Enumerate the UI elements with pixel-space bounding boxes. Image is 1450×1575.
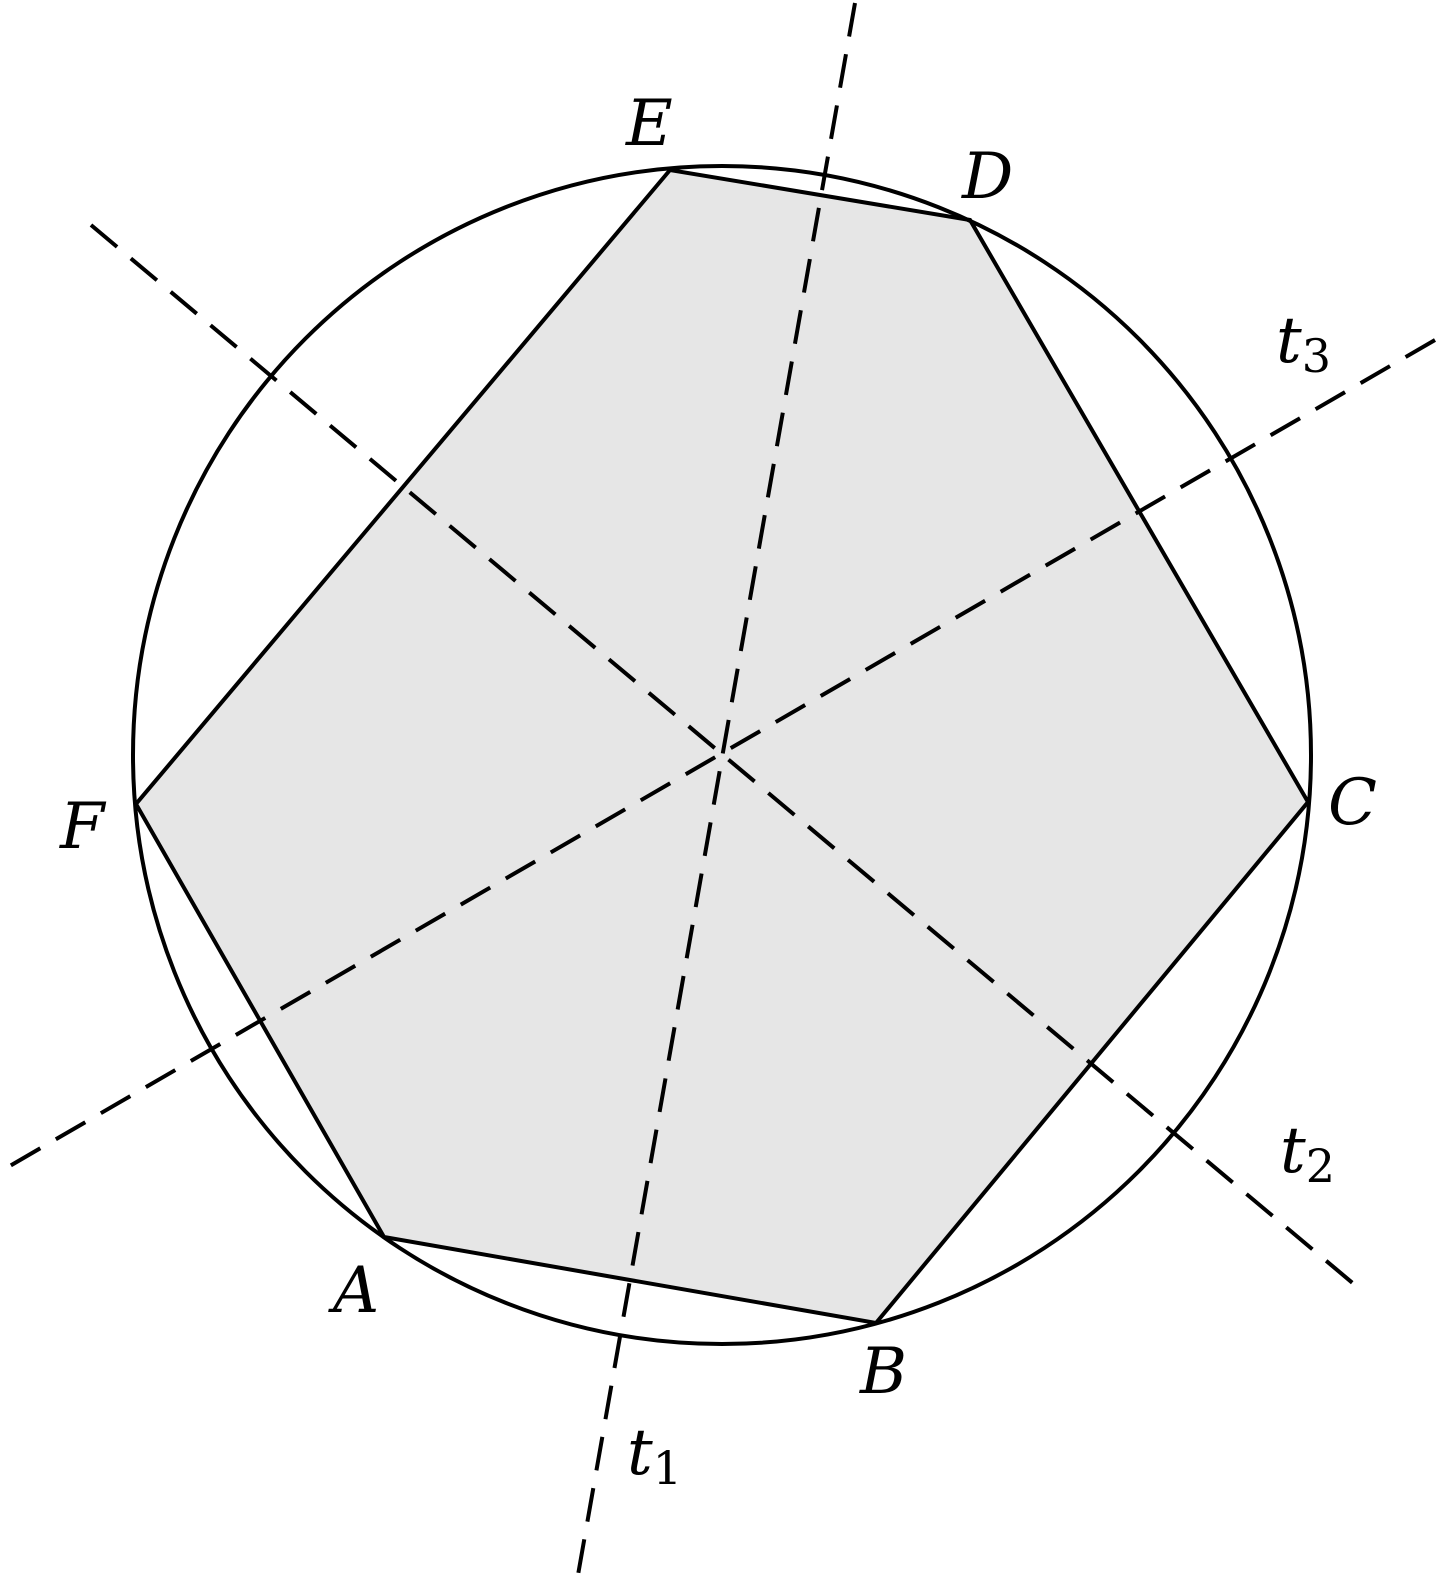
vertex-label-a: A xyxy=(328,1254,379,1328)
vertex-label-f: F xyxy=(59,790,107,864)
circumcircle xyxy=(131,164,1313,1346)
vertex-label-c: C xyxy=(1328,766,1377,840)
axis-label-t2-sub: 2 xyxy=(1306,1139,1335,1193)
axis-t2 xyxy=(89,223,1357,1287)
vertex-label-e: E xyxy=(625,87,673,161)
axis-label-t1-letter: t xyxy=(627,1416,653,1490)
axis-label-t3-sub: 3 xyxy=(1302,329,1331,383)
axis-t1 xyxy=(576,2,857,1575)
axis-t3 xyxy=(6,338,1437,1169)
axis-label-t1-sub: 1 xyxy=(653,1441,682,1495)
axis-label-t2: t2 xyxy=(1280,1114,1335,1193)
axis-label-t2-letter: t xyxy=(1280,1114,1306,1188)
vertex-label-d: D xyxy=(961,140,1013,214)
axis-label-t3: t3 xyxy=(1276,304,1331,383)
vertex-label-b: B xyxy=(859,1335,907,1409)
axis-label-t1: t1 xyxy=(627,1416,682,1495)
axis-label-t3-letter: t xyxy=(1276,304,1302,378)
